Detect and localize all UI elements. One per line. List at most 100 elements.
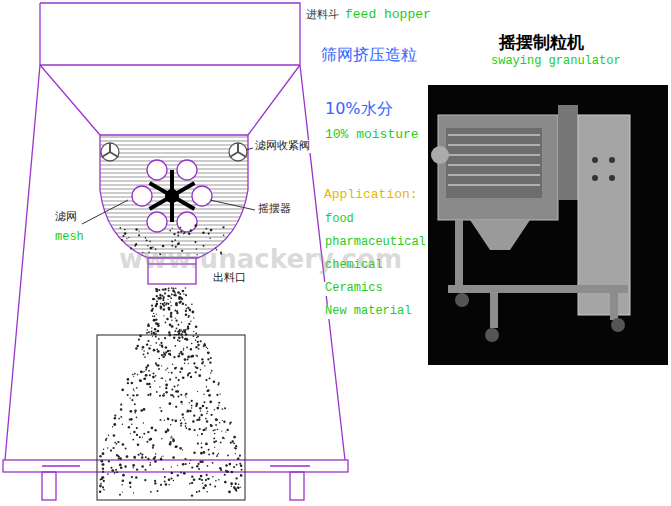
granule <box>201 358 203 360</box>
granule <box>144 371 145 372</box>
granule <box>154 482 156 484</box>
granule <box>162 394 165 397</box>
granule <box>189 410 191 412</box>
granule <box>191 407 193 409</box>
granule <box>200 475 203 478</box>
part-label-en: feed hopper <box>344 8 432 23</box>
granule <box>162 455 163 456</box>
granule <box>233 442 235 444</box>
granule <box>170 437 171 438</box>
granule <box>186 308 188 310</box>
granule <box>175 406 177 408</box>
granule <box>160 342 162 344</box>
granule <box>134 412 136 414</box>
granule <box>224 474 226 476</box>
granule <box>114 424 116 426</box>
granule <box>207 465 209 467</box>
granule <box>198 463 200 465</box>
granule <box>171 294 173 296</box>
granule <box>188 428 191 431</box>
granule <box>143 408 146 411</box>
granule <box>239 455 241 457</box>
granule <box>167 418 170 421</box>
machine-title-en: swaying granulator <box>490 55 622 69</box>
granule <box>193 479 196 482</box>
granule <box>132 464 135 467</box>
granule <box>178 332 180 334</box>
granule <box>169 230 171 232</box>
granule <box>135 347 138 350</box>
granule <box>159 407 161 409</box>
granule <box>168 303 170 305</box>
granule <box>208 394 211 397</box>
granule <box>163 315 164 316</box>
granule <box>185 393 187 395</box>
granule <box>190 229 192 231</box>
granule <box>140 380 142 382</box>
granule <box>136 427 138 429</box>
granule <box>165 351 167 353</box>
granule <box>235 490 237 492</box>
granule <box>125 448 127 450</box>
granule <box>195 339 196 340</box>
granule <box>158 289 160 291</box>
granule <box>202 487 205 490</box>
granule <box>205 379 207 381</box>
granule <box>241 469 243 471</box>
granule <box>200 410 201 411</box>
granule <box>175 317 176 318</box>
granule <box>214 409 215 410</box>
granule <box>165 431 168 434</box>
granule <box>206 407 208 409</box>
granule <box>140 370 143 373</box>
granule <box>191 343 193 345</box>
granule <box>150 345 151 346</box>
granule <box>183 472 186 475</box>
granule <box>201 433 203 435</box>
granule <box>185 310 187 312</box>
granule <box>147 364 149 366</box>
granule <box>107 473 109 475</box>
granule <box>161 354 163 356</box>
granule <box>144 377 146 379</box>
granule <box>165 369 167 371</box>
granule <box>199 407 201 409</box>
granule <box>165 322 167 324</box>
granule <box>184 331 186 333</box>
granule <box>168 308 170 310</box>
granule <box>178 384 179 385</box>
granule <box>213 430 215 432</box>
granule <box>221 430 222 431</box>
granule <box>112 426 113 427</box>
granule <box>170 424 172 426</box>
granule <box>147 431 149 433</box>
granule <box>131 476 133 478</box>
tension-valve <box>101 143 247 161</box>
granule <box>128 426 130 428</box>
granule <box>209 377 211 379</box>
granule <box>213 380 216 383</box>
granule <box>187 410 189 412</box>
granule <box>218 479 219 480</box>
granule <box>128 237 129 238</box>
swing-rotor <box>132 160 212 232</box>
granule <box>170 297 172 299</box>
granule <box>167 295 170 298</box>
granule <box>155 342 157 344</box>
granule <box>168 290 170 292</box>
granule <box>133 492 134 493</box>
granule <box>228 491 231 494</box>
granule <box>153 373 155 375</box>
granule <box>157 330 159 332</box>
granule <box>155 362 157 364</box>
granule <box>162 288 164 290</box>
granule <box>135 228 137 230</box>
granule <box>199 416 201 418</box>
granule <box>137 444 140 447</box>
granule <box>114 417 117 420</box>
granule <box>180 227 182 229</box>
granule <box>173 233 175 235</box>
granule <box>231 471 234 474</box>
granule <box>103 449 104 450</box>
granule <box>144 479 146 481</box>
